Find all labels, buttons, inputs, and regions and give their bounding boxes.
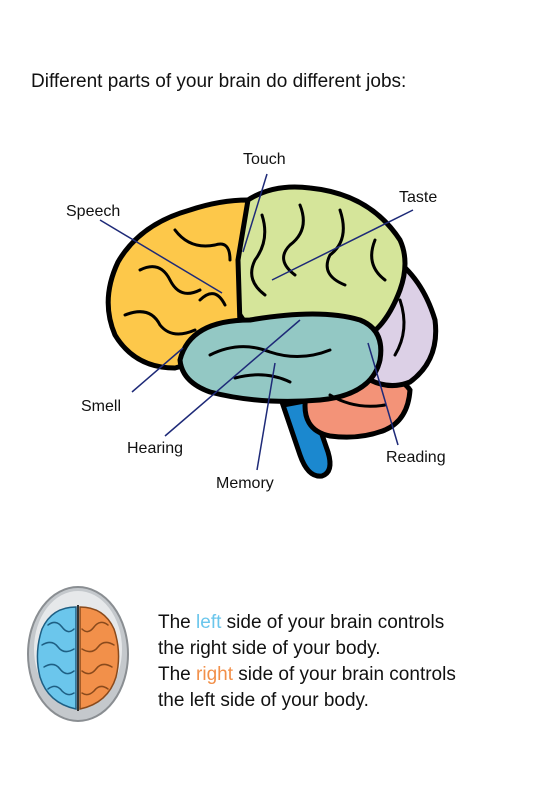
right-hemisphere (79, 606, 120, 710)
label-memory: Memory (216, 475, 274, 492)
page-heading: Different parts of your brain do differe… (31, 71, 407, 92)
leader-line-hearing (164, 319, 301, 437)
brainstem-region (279, 397, 333, 479)
highlight-left: left (196, 612, 222, 633)
label-touch: Touch (243, 151, 286, 168)
top-view-brain (27, 586, 129, 722)
label-hearing: Hearing (127, 440, 184, 457)
label-speech: Speech (66, 203, 121, 220)
info-line-1: The left side of your brain controls (158, 612, 445, 633)
brain-diagram (99, 173, 439, 479)
temporal-region (177, 311, 384, 404)
leader-line-touch (242, 173, 268, 253)
label-smell: Smell (81, 398, 122, 415)
info-line-3: The right side of your brain controls (158, 664, 456, 685)
label-taste: Taste (399, 189, 438, 206)
label-reading: Reading (386, 449, 446, 466)
leader-line-smell (131, 347, 184, 393)
leader-line-taste (271, 209, 414, 281)
hemisphere-info: The left side of your brain controls the… (158, 610, 456, 714)
info-line-2: the right side of your body. (158, 638, 381, 659)
leader-line-speech (99, 219, 223, 294)
leader-line-memory (256, 362, 276, 471)
highlight-right: right (196, 664, 233, 685)
leader-line-reading (367, 342, 399, 446)
left-hemisphere (36, 606, 77, 710)
info-line-4: the left side of your body. (158, 690, 369, 711)
